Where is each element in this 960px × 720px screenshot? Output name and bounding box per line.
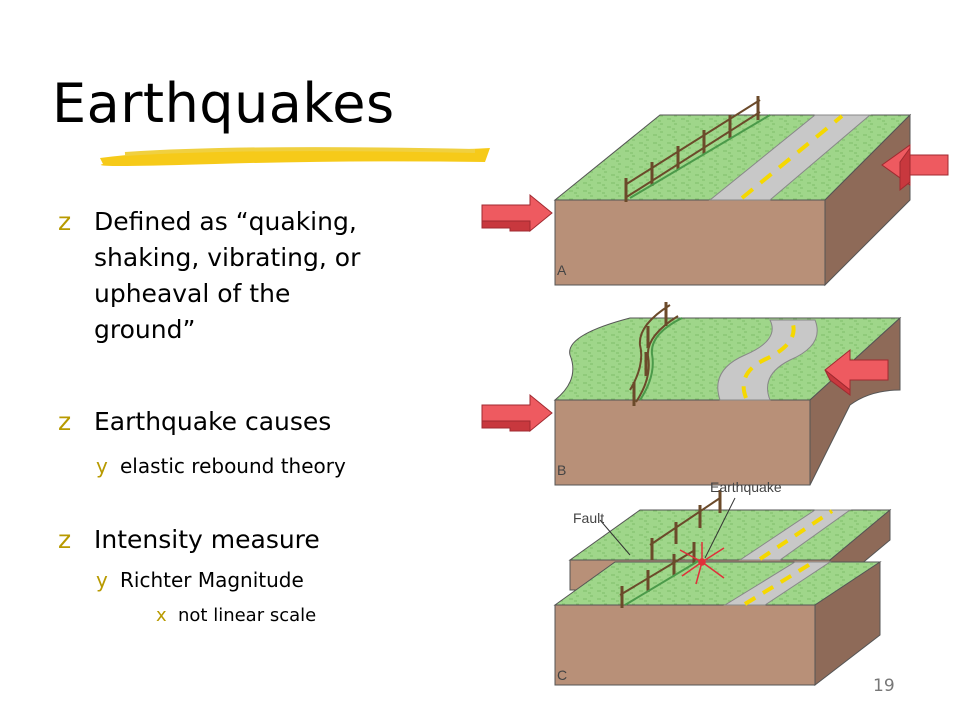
panel-b-arrow-left	[481, 393, 553, 433]
panel-label-b: B	[557, 462, 566, 478]
bullet-item: x not linear scale	[156, 604, 386, 628]
panel-a-arrow-right	[881, 144, 949, 192]
bullet-text: Intensity measure	[94, 525, 320, 554]
earthquake-callout-line	[704, 497, 736, 559]
bullet-marker: y	[96, 568, 108, 592]
bullet-item: z Defined as “quaking, shaking, vibratin…	[58, 204, 378, 348]
slide-title: Earthquakes	[52, 72, 395, 135]
bullet-text: Defined as “quaking, shaking, vibrating,…	[94, 207, 361, 344]
bullet-text: Earthquake causes	[94, 407, 332, 436]
panel-a-arrow-left	[481, 193, 553, 233]
fault-label: Fault	[573, 510, 604, 526]
panel-b-arrow-right	[824, 348, 889, 396]
bullet-item: z Earthquake causes	[58, 404, 398, 440]
bullet-item: y Richter Magnitude	[96, 566, 396, 594]
bullet-marker: z	[58, 407, 72, 436]
earthquake-label: Earthquake	[710, 479, 782, 495]
fault-callout-line	[599, 519, 631, 556]
bullet-marker: y	[96, 454, 108, 478]
bullet-marker: x	[156, 605, 167, 626]
panel-label-c: C	[557, 667, 567, 683]
bullet-marker: z	[58, 207, 72, 236]
panel-a-block	[553, 96, 912, 287]
bullet-marker: z	[58, 525, 72, 554]
bullet-text: Richter Magnitude	[120, 568, 304, 592]
bullet-text: elastic rebound theory	[120, 454, 346, 478]
earthquake-fault-diagram: A	[481, 96, 949, 687]
earthquake-epicenter-star-icon	[679, 542, 725, 585]
panel-label-a-text: A	[557, 262, 567, 278]
page-number: 19	[873, 676, 895, 696]
bullet-item: y elastic rebound theory	[96, 452, 346, 480]
bullet-item: z Intensity measure	[58, 522, 398, 558]
title-underline-brushstroke	[100, 147, 490, 166]
bullet-text: not linear scale	[178, 605, 317, 626]
panel-c-front-block	[553, 542, 882, 687]
